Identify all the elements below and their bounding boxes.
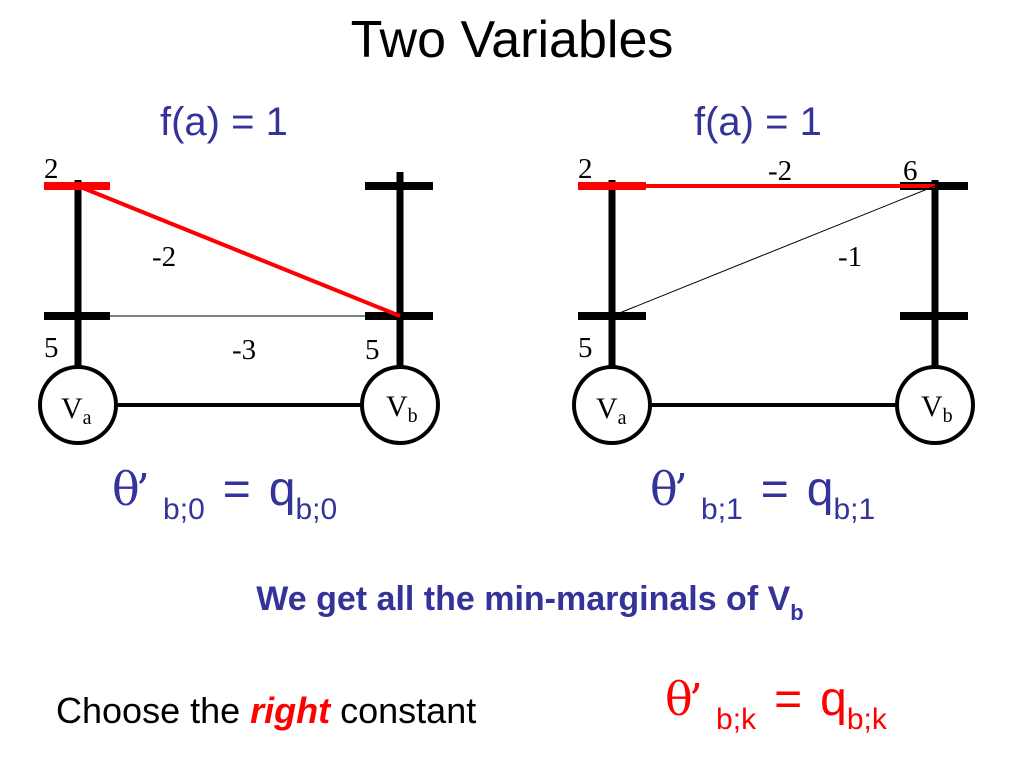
- right-node-vb: [895, 365, 975, 445]
- left-node-vb-label: Vb: [386, 390, 418, 427]
- right-thin-edge: [611, 185, 936, 317]
- left-vb-bottom-value: 5: [365, 334, 380, 366]
- right-node-vb-label: Vb: [921, 390, 953, 427]
- left-red-edge: [77, 184, 401, 318]
- final-equation: θ’ b;k=qb;k: [665, 672, 887, 736]
- left-node-vb: [360, 365, 440, 445]
- right-node-va-label: Va: [596, 392, 627, 429]
- right-va-top-value: 2: [578, 153, 593, 185]
- left-function-label: f(a) = 1: [160, 100, 288, 144]
- right-node-va: [572, 365, 652, 445]
- left-va-top-value: 2: [44, 153, 59, 185]
- left-node-va: [38, 365, 118, 445]
- right-red-edge-weight: -2: [768, 155, 792, 187]
- left-va-bottom-value: 5: [44, 332, 59, 364]
- choose-constant-text: Choose the right constant: [56, 690, 477, 731]
- right-function-label: f(a) = 1: [694, 100, 822, 144]
- right-diagram: 2 5 6 -2 -1 Va Vb: [572, 153, 975, 445]
- left-red-edge-weight: -2: [152, 241, 176, 273]
- slide-title: Two Variables: [350, 11, 674, 69]
- right-equation: θ’ b;1=qb;1: [650, 462, 876, 526]
- left-thin-edge-weight: -3: [232, 334, 256, 366]
- left-equation: θ’ b;0=qb;0: [112, 462, 338, 526]
- conclusion-text: We get all the min-marginals of Vb: [256, 580, 804, 625]
- left-node-va-label: Va: [61, 392, 92, 429]
- right-thin-edge-weight: -1: [838, 241, 862, 273]
- left-diagram: 2 5 5 -2 -3 Va Vb: [38, 153, 440, 445]
- right-va-bottom-value: 5: [578, 332, 593, 364]
- right-vb-top-value: 6: [903, 155, 918, 187]
